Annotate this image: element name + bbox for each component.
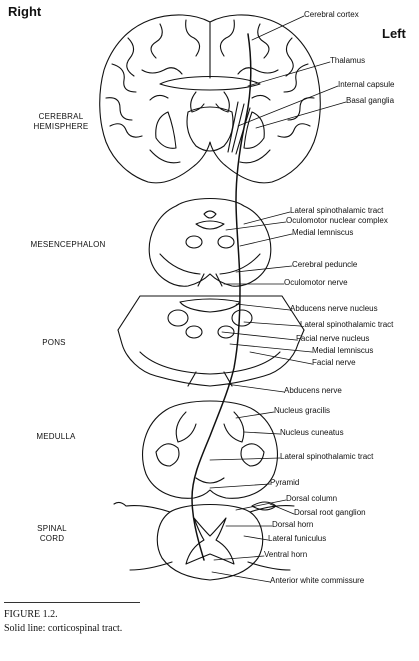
- label-oculomotor-nuclear-complex: Oculomotor nuclear complex: [286, 216, 388, 225]
- label-facial-nerve-nucleus: Facial nerve nucleus: [296, 334, 370, 343]
- region-cerebral-hemisphere: CEREBRAL HEMISPHERE: [26, 112, 96, 132]
- label-lateral-spinothalamic-tract-3: Lateral spinothalamic tract: [280, 452, 374, 461]
- olives: [155, 443, 265, 467]
- midbrain-outline: [148, 198, 272, 287]
- spinal-cord-section: [113, 501, 295, 581]
- label-lateral-funiculus: Lateral funiculus: [268, 534, 327, 543]
- region-mesencephalon: MESENCEPHALON: [30, 240, 106, 249]
- pontine-nuclei: [167, 309, 253, 339]
- label-dorsal-root-ganglion: Dorsal root ganglion: [294, 508, 366, 517]
- figure-number: FIGURE 1.2.: [4, 609, 58, 620]
- dorsal-roots: [113, 501, 295, 513]
- label-dorsal-horn: Dorsal horn: [272, 520, 314, 529]
- region-cerebral-line2: HEMISPHERE: [33, 122, 89, 131]
- temporal-lobes: [149, 149, 271, 164]
- figure-caption: Solid line: corticospinal tract.: [4, 623, 123, 634]
- red-nuclei: [185, 235, 235, 249]
- gyri-right: [219, 19, 315, 138]
- region-spinal-line2: CORD: [39, 534, 65, 543]
- label-internal-capsule: Internal capsule: [338, 80, 395, 89]
- corpus-callosum: [159, 76, 261, 91]
- basal-ganglia-shape: [155, 111, 265, 149]
- gyri-left: [105, 19, 201, 138]
- label-basal-ganglia: Basal ganglia: [346, 96, 395, 105]
- midbrain-section: [148, 198, 272, 287]
- label-dorsal-column: Dorsal column: [286, 494, 338, 503]
- medulla-section: [142, 400, 278, 499]
- brain-outline: [99, 14, 321, 184]
- cord-outline: [156, 503, 264, 581]
- label-nucleus-gracilis: Nucleus gracilis: [274, 406, 331, 415]
- label-nucleus-cuneatus: Nucleus cuneatus: [280, 428, 344, 437]
- gray-matter-butterfly: [185, 517, 235, 565]
- label-thalamus: Thalamus: [330, 56, 366, 65]
- label-cerebral-peduncle: Cerebral peduncle: [292, 260, 358, 269]
- label-anterior-white-commissure: Anterior white commissure: [270, 576, 365, 585]
- medulla-outline: [142, 400, 278, 499]
- label-medial-lemniscus-1: Medial lemniscus: [292, 228, 354, 237]
- region-pons: PONS: [42, 338, 66, 347]
- label-medial-lemniscus-2: Medial lemniscus: [312, 346, 374, 355]
- dorsal-root-ganglion: [251, 501, 277, 511]
- pons-outline: [117, 329, 305, 387]
- cerebral-aqueduct: [203, 210, 217, 219]
- label-lateral-spinothalamic-tract-2: Lateral spinothalamic tract: [300, 320, 394, 329]
- leader-lines: [209, 15, 347, 583]
- lateral-ventricles: [190, 91, 230, 113]
- region-cerebral-line1: CEREBRAL: [38, 112, 84, 121]
- cerebrum-section: [99, 14, 321, 184]
- abducens-roots: [187, 371, 233, 387]
- caption-rule: [4, 602, 140, 603]
- label-pyramid: Pyramid: [270, 478, 300, 487]
- gracile-cuneate: [175, 411, 245, 443]
- pons-base: [139, 351, 281, 375]
- corticospinal-tract: [191, 33, 252, 561]
- fourth-ventricle: [179, 298, 241, 313]
- pons-section: [117, 295, 305, 387]
- oculomotor-nerves: [197, 273, 223, 287]
- label-facial-nerve: Facial nerve: [312, 358, 356, 367]
- ventral-roots: [129, 561, 291, 571]
- pons-frame: [117, 295, 305, 331]
- label-lateral-spinothalamic-tract-1: Lateral spinothalamic tract: [290, 206, 384, 215]
- label-abducens-nerve-nucleus: Abducens nerve nucleus: [290, 304, 378, 313]
- region-medulla: MEDULLA: [36, 432, 76, 441]
- label-abducens-nerve: Abducens nerve: [284, 386, 342, 395]
- oculomotor-nucleus: [195, 220, 225, 230]
- left-side-label: Left: [382, 26, 406, 41]
- label-cerebral-cortex: Cerebral cortex: [304, 10, 359, 19]
- label-oculomotor-nerve: Oculomotor nerve: [284, 278, 348, 287]
- right-side-label: Right: [8, 4, 42, 19]
- label-ventral-horn: Ventral horn: [264, 550, 308, 559]
- region-spinal-cord: SPINAL CORD: [30, 524, 74, 544]
- region-spinal-line1: SPINAL: [37, 524, 67, 533]
- peduncles: [159, 253, 261, 275]
- pyramids: [195, 477, 225, 484]
- thalamus-shape: [186, 106, 234, 152]
